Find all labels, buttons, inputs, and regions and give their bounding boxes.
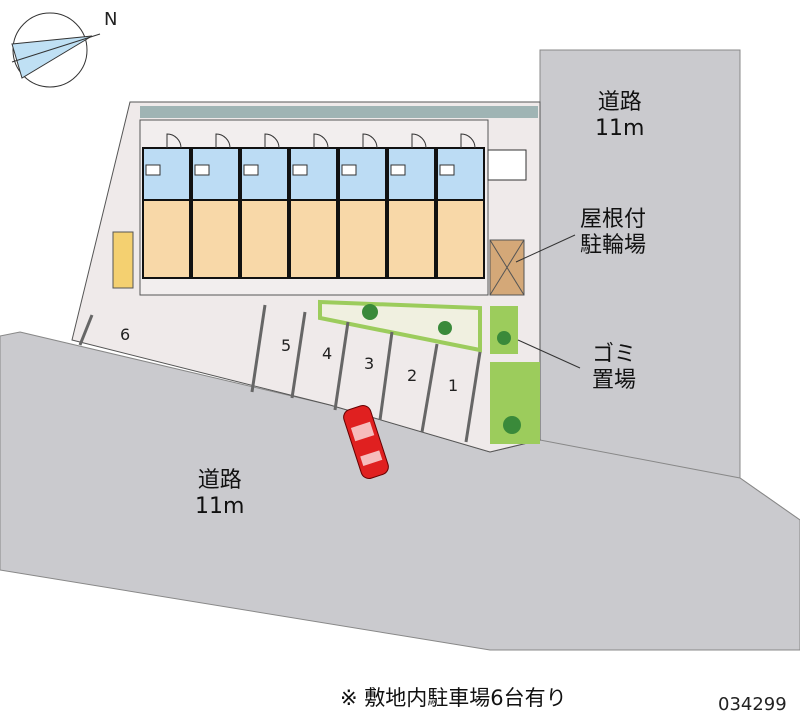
parking-line [290,311,307,399]
parking-space-4: 4 [322,344,333,363]
road-width: 11m [595,116,645,141]
apartment-unit [338,133,387,279]
north-label: N [104,9,118,30]
apartment-unit [142,133,191,279]
label-line: 駐輪場 [580,233,647,258]
road-name: 道路 [197,468,242,493]
road-label-east: 道路 11m [595,90,644,142]
road-name: 道路 [597,90,642,115]
label-line: 屋根付 [580,207,647,232]
garbage-label: ゴミ 置場 [592,342,636,394]
property-code: 034299 [718,694,787,715]
road-label-south: 道路 11m [195,468,244,520]
footnote: ※ 敷地内駐車場6台有り [340,686,567,710]
parking-space-6: 6 [120,325,131,344]
bicycle-parking-label: 屋根付 駐輪場 [580,207,646,259]
compass-icon [11,12,101,88]
parking-lines [78,304,482,443]
apartment-unit [191,133,240,279]
car-icon [343,405,389,479]
parking-line [333,321,350,411]
label-line: ゴミ [592,342,637,367]
apartment-unit [436,133,485,279]
hedge [140,106,538,118]
storage [112,231,134,289]
apartment-unit [387,133,436,279]
parking-space-3: 3 [364,354,375,373]
road-width: 11m [195,494,245,519]
garden [490,306,518,354]
parking-space-2: 2 [407,366,418,385]
parking-line [420,343,439,433]
parking-space-5: 5 [281,336,292,355]
parking-line [464,351,482,443]
parking-space-1: 1 [448,376,459,395]
stairs [487,149,527,181]
label-line: 置場 [592,368,637,393]
apartment-unit [240,133,289,279]
parking-line [250,304,267,393]
garden [318,299,482,353]
parking-line [78,314,94,346]
apartment-unit [289,133,338,279]
parking-line [378,331,394,421]
building [139,119,489,296]
